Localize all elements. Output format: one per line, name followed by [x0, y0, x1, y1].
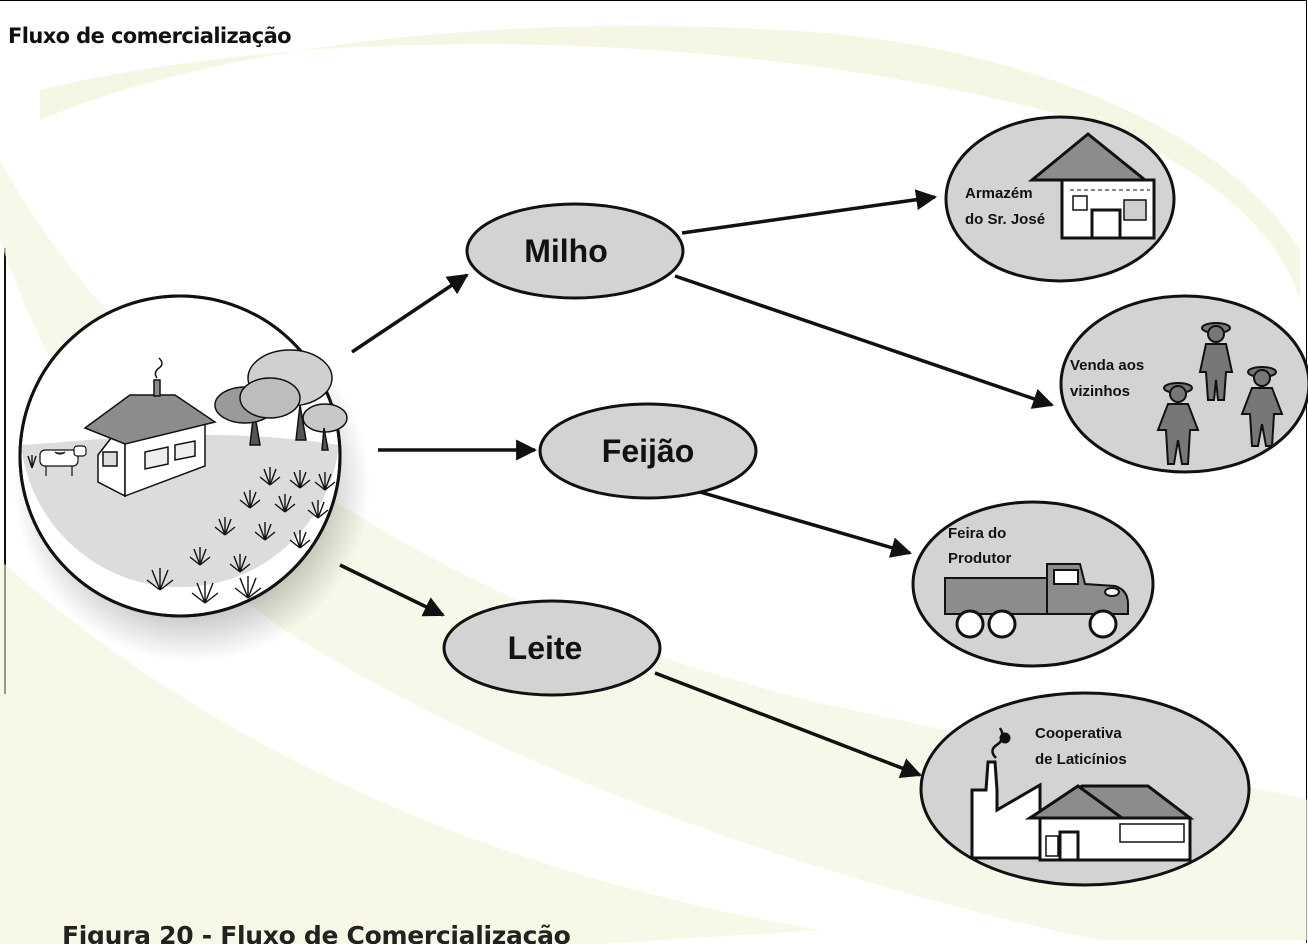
shop-icon	[1027, 132, 1156, 240]
product-milho-label: Milho	[524, 233, 608, 269]
destination-cooperativa-line2: de Laticínios	[1035, 751, 1127, 768]
destination-feira: Feira do Produtor	[911, 500, 1155, 668]
arrow-leite-to-cooperativa	[654, 671, 922, 779]
arrow-farm-to-leite	[339, 563, 445, 617]
arrow-milho-to-vizinhos	[674, 274, 1054, 409]
trees-icon	[214, 349, 348, 451]
person-icon	[1240, 366, 1284, 447]
product-leite: Leite	[442, 599, 662, 697]
product-leite-label: Leite	[508, 630, 583, 666]
destination-vizinhos-line1: Venda aos	[1070, 357, 1144, 374]
destination-vizinhos-line2: vizinhos	[1070, 383, 1130, 400]
cow-icon	[39, 445, 87, 476]
product-feijao-label: Feijão	[602, 433, 694, 469]
destination-cooperativa-line1: Cooperativa	[1035, 725, 1122, 742]
page-title: Fluxo de comercialização	[8, 24, 292, 48]
crops-icon	[27, 455, 336, 604]
destination-armazem-line2: do Sr. José	[965, 211, 1045, 228]
arrow-farm-to-milho	[351, 273, 469, 354]
arrow-milho-to-armazem	[681, 189, 938, 235]
destination-feira-line1: Feira do	[948, 525, 1006, 542]
truck-icon	[944, 563, 1129, 639]
arrow-feijao-to-feira	[699, 490, 913, 558]
destination-armazem: Armazém do Sr. José	[944, 115, 1176, 283]
farm-scene	[18, 294, 348, 618]
factory-icon	[970, 727, 1195, 862]
flow-arrows	[339, 189, 1054, 779]
destination-cooperativa: Cooperativa de Laticínios	[919, 691, 1251, 887]
people-icon	[1156, 322, 1284, 465]
product-milho: Milho	[465, 202, 685, 300]
person-icon	[1156, 382, 1200, 465]
product-feijao: Feijão	[538, 402, 758, 500]
destination-armazem-line1: Armazém	[965, 185, 1033, 202]
destination-feira-line2: Produtor	[948, 550, 1011, 567]
farmhouse-icon	[83, 357, 217, 498]
figure-caption: Figura 20 - Fluxo de Comercialização	[62, 921, 571, 944]
person-icon	[1198, 322, 1234, 401]
page-margin-rule	[4, 248, 6, 694]
destination-vizinhos: Venda aos vizinhos	[1059, 294, 1308, 474]
